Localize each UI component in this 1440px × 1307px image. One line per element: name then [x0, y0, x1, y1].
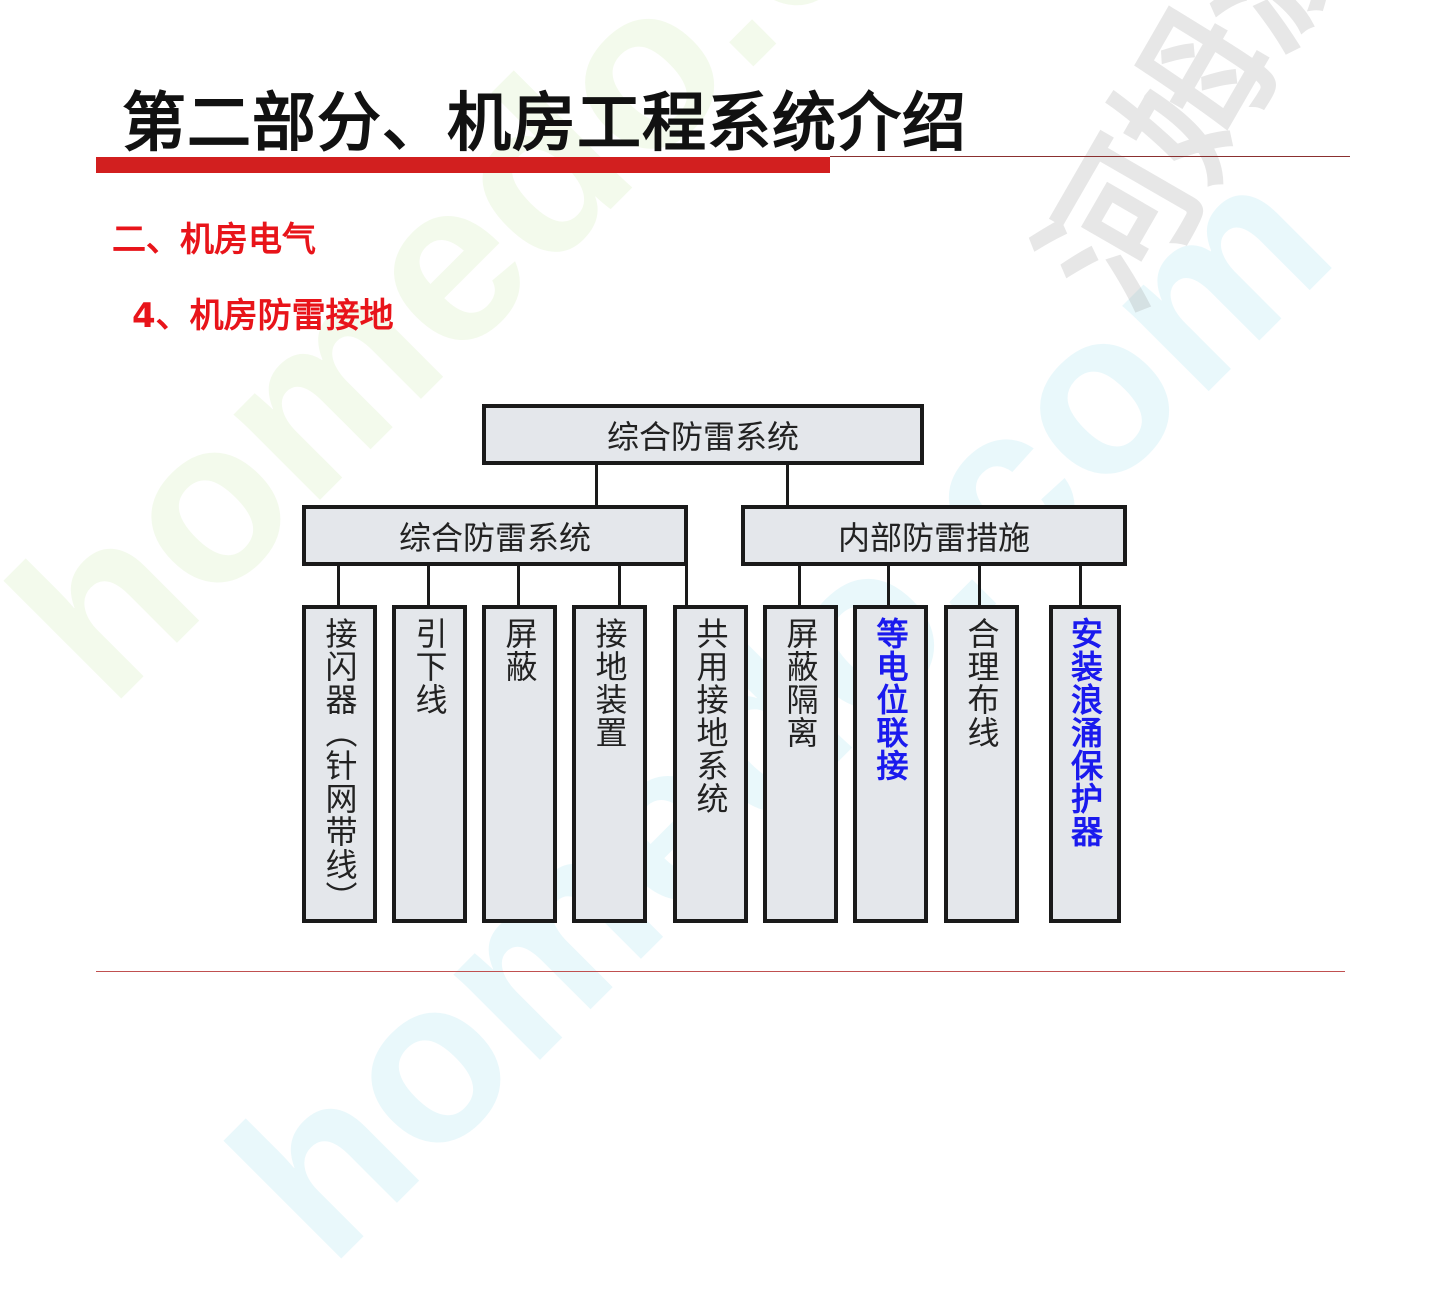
section-heading: 二、机房电气 — [112, 220, 316, 260]
title-underline-bar — [96, 157, 830, 173]
title-rule — [830, 156, 1350, 157]
root-node: 综合防雷系统 — [482, 404, 924, 465]
leaf-label: 屏蔽隔离 — [781, 617, 820, 749]
branch-label: 综合防雷系统 — [398, 518, 591, 557]
leaf-node: 屏蔽 — [482, 605, 557, 923]
leaf-node: 引下线 — [392, 605, 467, 923]
connector — [337, 565, 340, 606]
leaf-label-highlight: 安装浪涌保护器 — [1066, 617, 1104, 848]
leaf-label: 共用接地系统 — [691, 617, 730, 815]
slide-title: 第二部分、机房工程系统介绍 — [122, 87, 967, 161]
leaf-label: 引下线 — [410, 617, 449, 716]
connector — [798, 565, 801, 606]
connector — [618, 565, 621, 606]
leaf-label: 接地装置 — [590, 617, 629, 749]
leaf-node-shared: 共用接地系统 — [673, 605, 748, 923]
leaf-label: 合理布线 — [962, 617, 1001, 749]
subsection-heading: 4、机房防雷接地 — [132, 296, 394, 336]
leaf-label-highlight: 等电位联接 — [871, 617, 910, 782]
leaf-node: 屏蔽隔离 — [763, 605, 838, 923]
connector — [978, 565, 981, 606]
leaf-node: 等电位联接 — [853, 605, 928, 923]
leaf-node: 接闪器（针网带线） — [302, 605, 377, 923]
leaf-node: 安装浪涌保护器 — [1049, 605, 1121, 923]
connector — [887, 565, 890, 606]
footer-rule — [96, 971, 1345, 972]
connector — [786, 464, 789, 506]
leaf-label: 接闪器（针网带线） — [320, 617, 359, 914]
leaf-node: 接地装置 — [572, 605, 647, 923]
connector — [685, 565, 688, 606]
leaf-label: 屏蔽 — [500, 617, 539, 683]
connector — [427, 565, 430, 606]
branch-label: 内部防雷措施 — [837, 518, 1030, 557]
branch-node-external: 综合防雷系统 — [302, 505, 688, 566]
connector — [1079, 565, 1082, 606]
connector — [595, 464, 598, 506]
connector — [517, 565, 520, 606]
leaf-node: 合理布线 — [944, 605, 1019, 923]
watermark: 河姆渡 — [1012, 0, 1383, 333]
branch-node-internal: 内部防雷措施 — [741, 505, 1127, 566]
root-label: 综合防雷系统 — [606, 417, 799, 456]
